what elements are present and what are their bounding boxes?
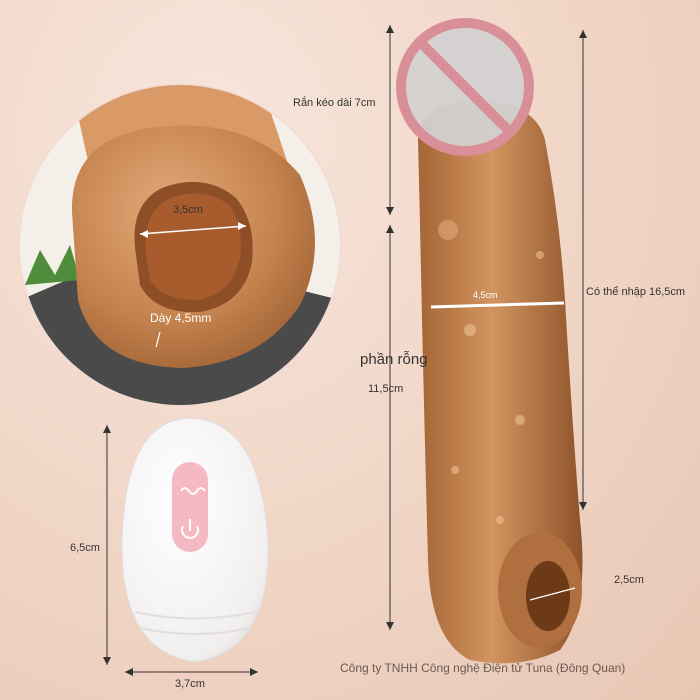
- sleeve-width-line: [430, 301, 565, 309]
- hollow-length-label: 11,5cm: [368, 383, 404, 395]
- wave-icon: [180, 487, 206, 495]
- hollow-part-label: phần rỗng: [360, 351, 428, 368]
- extra-length-label: Rắn kéo dài 7cm: [293, 97, 376, 109]
- ring-diameter-label: 2,5cm: [614, 574, 644, 586]
- power-icon: [181, 519, 199, 539]
- ring-diameter-line: [529, 587, 576, 601]
- sleeve-illustration: [418, 100, 583, 664]
- inner-diameter-line: [139, 225, 247, 235]
- magnified-opening-view: [18, 83, 342, 407]
- prohibited-sign-icon: [396, 18, 534, 156]
- inner-diameter-label: 3,5cm: [173, 204, 203, 216]
- company-name: Công ty TNHH Công nghệ Điện tử Tuna (Đôn…: [340, 661, 626, 675]
- remote-control: [121, 417, 269, 663]
- wall-thickness-label: Dày 4,5mm: [150, 311, 212, 325]
- sleeve-width-label: 4,5cm: [473, 290, 498, 300]
- insertable-length-label: Có thể nhập 16,5cm: [586, 286, 686, 298]
- remote-height-label: 6,5cm: [70, 542, 100, 554]
- dimension-lines: [106, 25, 584, 673]
- remote-width-label: 3,7cm: [175, 678, 205, 690]
